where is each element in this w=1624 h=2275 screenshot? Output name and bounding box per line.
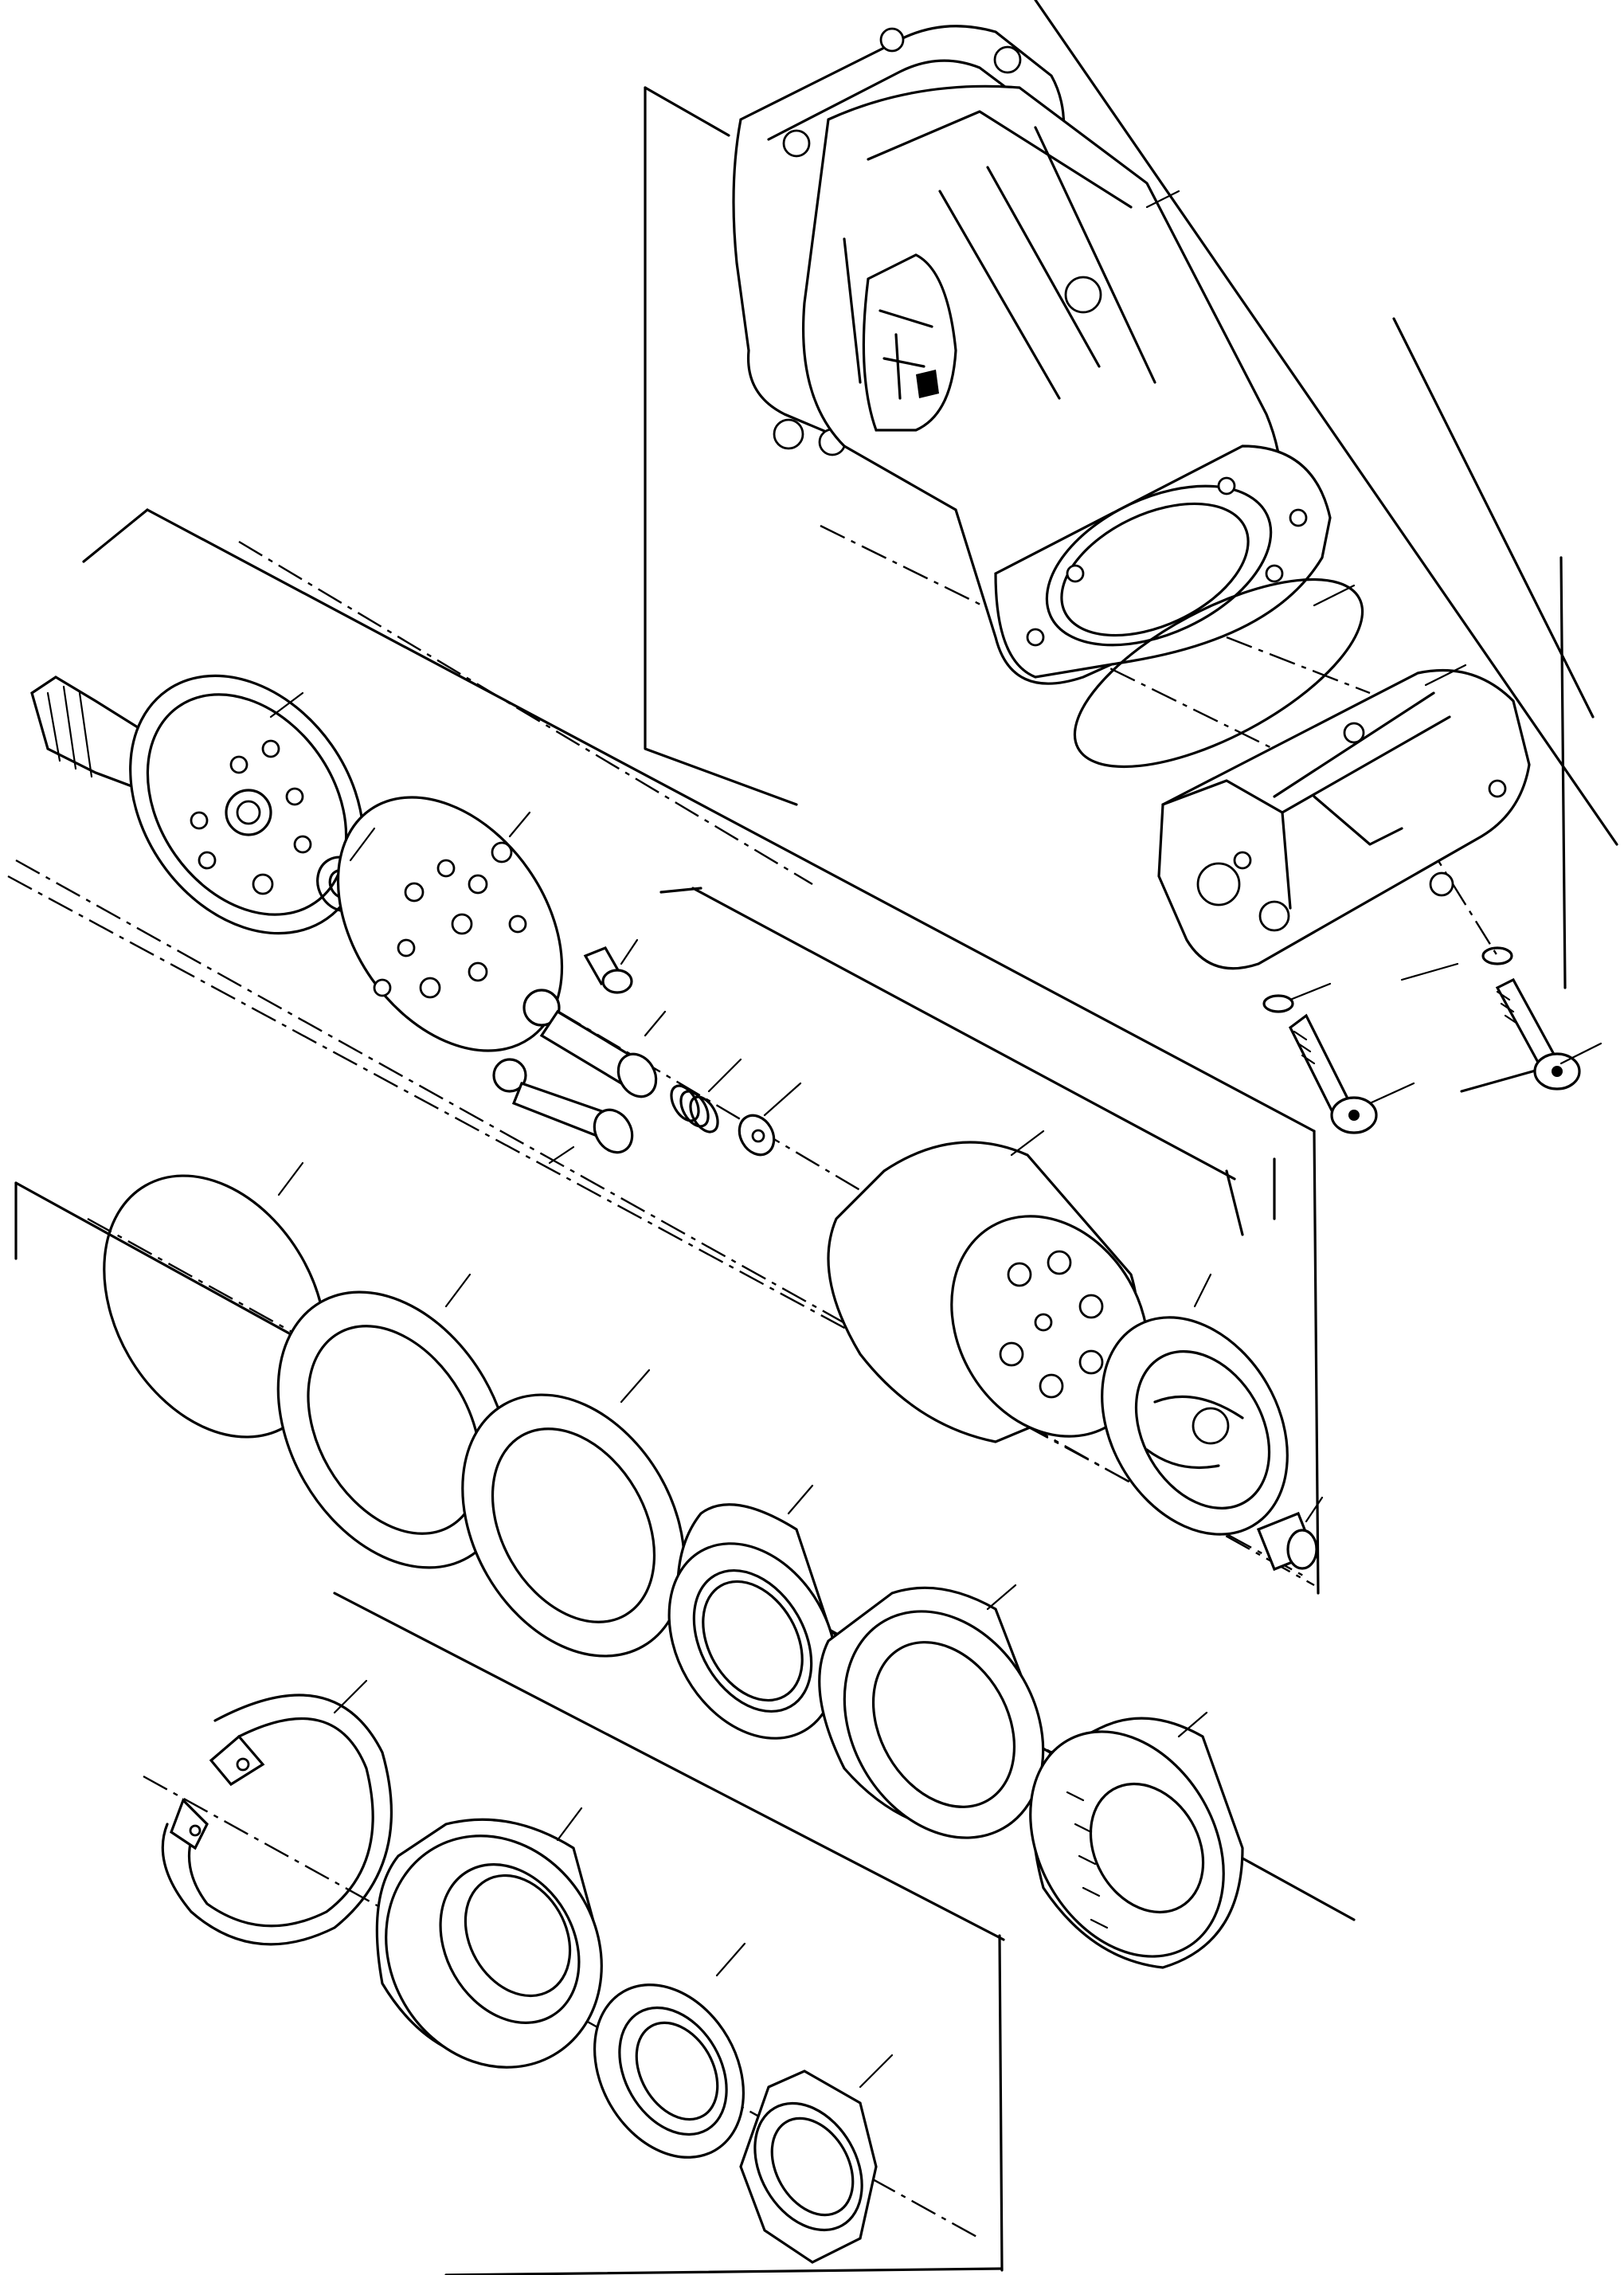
end-cover xyxy=(1157,668,1531,970)
shaft-seal xyxy=(593,1983,745,2159)
bearing-cup xyxy=(818,1586,1045,1839)
spacer-1 xyxy=(276,1290,512,1569)
roller-bearing xyxy=(1029,1717,1244,1969)
o-ring-large xyxy=(1073,578,1364,769)
valve-plate xyxy=(336,796,564,1052)
dowel-pin xyxy=(1256,1511,1318,1572)
spring-seat xyxy=(738,1114,776,1157)
housing xyxy=(732,25,1332,685)
port-plate xyxy=(1101,1316,1289,1536)
seal-carrier xyxy=(375,1818,603,2069)
spring xyxy=(670,1084,719,1134)
retainer-pin xyxy=(583,946,633,994)
cylinder-block xyxy=(827,1141,1149,1443)
drive-shaft xyxy=(30,674,365,935)
retaining-ring xyxy=(161,1694,393,1946)
piston-rods xyxy=(492,989,658,1154)
spacer-2 xyxy=(461,1393,686,1658)
lock-nut xyxy=(739,2069,878,2264)
washers-and-screws xyxy=(1262,946,1581,1134)
leader-lines xyxy=(269,190,1602,2089)
ball-bearing xyxy=(667,1503,838,1740)
